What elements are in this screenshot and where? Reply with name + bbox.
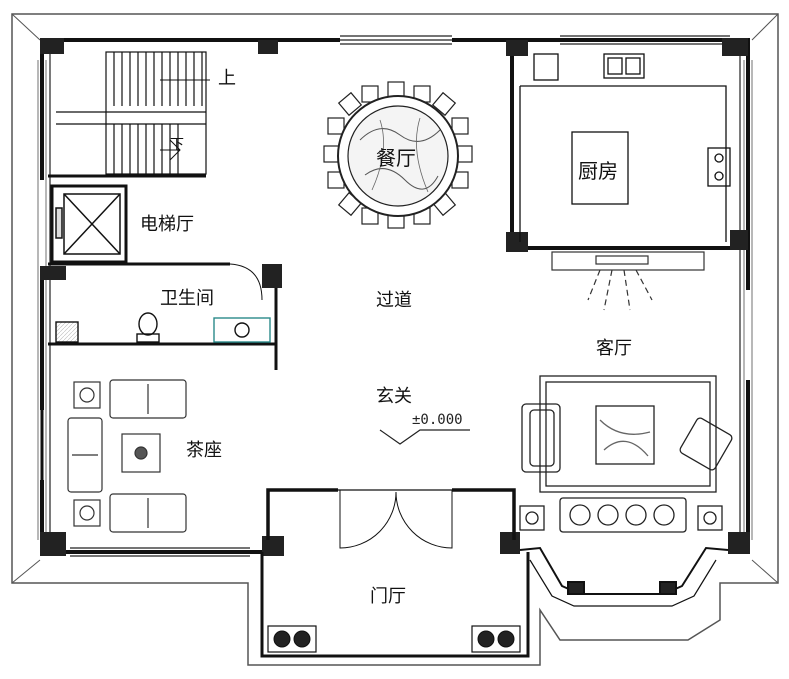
elevator-hall-label: 电梯厅 xyxy=(140,214,194,235)
tea-lounge-label: 茶座 xyxy=(186,440,222,461)
corridor-label: 过道 xyxy=(376,290,412,311)
bay-window xyxy=(519,546,729,607)
stair-treads-lower xyxy=(113,124,179,174)
elevation-mark: ±0.000 xyxy=(412,412,463,428)
stair-treads-upper xyxy=(113,52,203,106)
living-room-label: 客厅 xyxy=(596,338,632,359)
tea-lounge-furniture xyxy=(40,370,187,533)
kitchen-fixtures xyxy=(519,53,731,242)
stair-down-label: 下 xyxy=(170,137,184,153)
foyer-label: 玄关 xyxy=(376,386,412,407)
tv-wall xyxy=(551,251,705,311)
columns xyxy=(40,38,750,556)
staircase xyxy=(48,51,210,178)
wall-inner-lines xyxy=(37,35,753,557)
roof-outline xyxy=(11,13,779,666)
entry-hall-label: 门厅 xyxy=(370,586,406,607)
kitchen-label: 厨房 xyxy=(578,159,618,183)
living-room-furniture xyxy=(519,375,733,533)
stair-up-label: 上 xyxy=(218,68,236,89)
elevation-symbol xyxy=(379,429,470,445)
dining-table xyxy=(323,81,473,229)
bathroom xyxy=(48,263,278,370)
bathroom-label: 卫生间 xyxy=(160,288,214,309)
elevator xyxy=(48,184,230,266)
entry-hall xyxy=(260,488,530,658)
dining-room-label: 餐厅 xyxy=(376,146,416,170)
